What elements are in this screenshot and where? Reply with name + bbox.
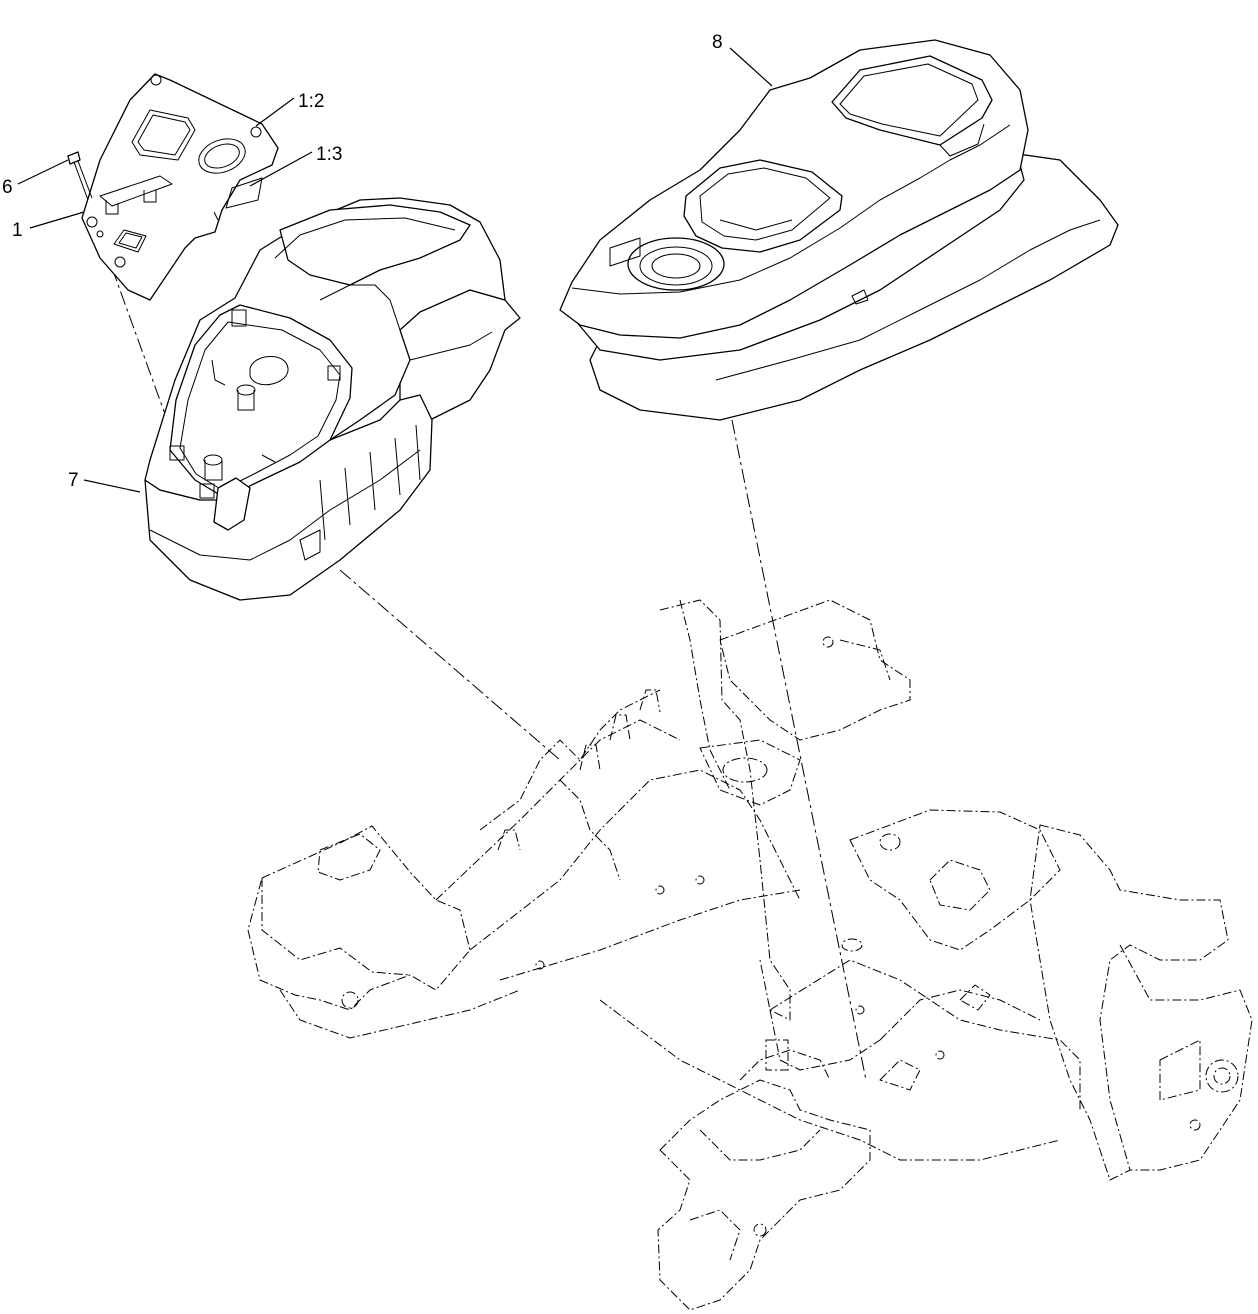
- instrument-plate: [81, 73, 279, 301]
- leader-1-2: [255, 97, 295, 127]
- callout-6: 6: [2, 177, 13, 198]
- callout-1-3: 1:3: [316, 144, 342, 165]
- leader-lines: [17, 47, 773, 493]
- dash-housing: [144, 197, 521, 601]
- callout-1-2: 1:2: [298, 91, 324, 112]
- assembly-line-dash-to-frame: [339, 569, 561, 761]
- screw: [67, 151, 93, 201]
- leader-7: [83, 479, 141, 493]
- callout-labels: 8 1:2 1:3 6 1 7: [2, 32, 723, 491]
- frame-assembly: [247, 599, 1253, 1311]
- callout-1: 1: [12, 220, 23, 241]
- leader-1-3: [249, 151, 313, 187]
- leader-8: [729, 47, 773, 87]
- leader-1: [29, 211, 85, 229]
- leader-6: [17, 159, 69, 185]
- callout-8: 8: [712, 32, 723, 53]
- center-console: [559, 39, 1119, 421]
- assembly-line-console-to-frame: [731, 419, 867, 1081]
- callout-7: 7: [68, 470, 79, 491]
